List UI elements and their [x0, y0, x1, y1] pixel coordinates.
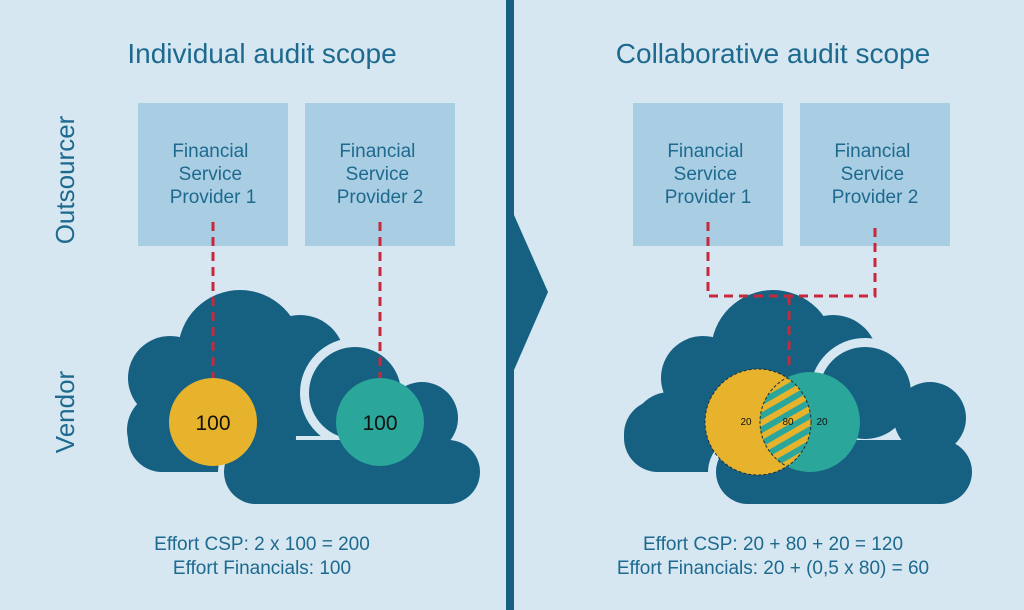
divider [506, 0, 514, 610]
provider-2-value: 100 [362, 412, 397, 435]
left-provider-2-label: Financial Service Provider 2 [337, 141, 424, 208]
overlap-area [760, 372, 811, 472]
arrow-right-icon [514, 215, 548, 370]
left-effort-financials: Effort Financials: 100 [173, 558, 351, 579]
collab-overlap-value: 80 [782, 417, 794, 428]
provider-1-circle [169, 378, 257, 466]
right-provider-2-label: Financial Service Provider 2 [832, 141, 919, 208]
right-connector [706, 222, 877, 298]
left-title: Individual audit scope [127, 38, 396, 69]
provider-1-value: 100 [195, 412, 230, 435]
right-provider-1-label: Financial Service Provider 1 [665, 141, 752, 208]
overlap-outline-1 [704, 368, 812, 476]
right-effort-csp: Effort CSP: 20 + 80 + 20 = 120 [643, 534, 903, 555]
row-label-vendor: Vendor [50, 370, 80, 453]
left-effort-csp: Effort CSP: 2 x 100 = 200 [154, 534, 370, 555]
right-provider-2-box [800, 103, 950, 246]
collab-right-value: 20 [816, 417, 828, 428]
collab-left-value: 20 [740, 417, 752, 428]
provider-2-circle [336, 378, 424, 466]
right-effort-financials: Effort Financials: 20 + (0,5 x 80) = 60 [617, 558, 929, 579]
right-title: Collaborative audit scope [616, 38, 930, 69]
row-label-outsourcer: Outsourcer [50, 115, 80, 244]
left-provider-1-label: Financial Service Provider 1 [170, 141, 257, 208]
